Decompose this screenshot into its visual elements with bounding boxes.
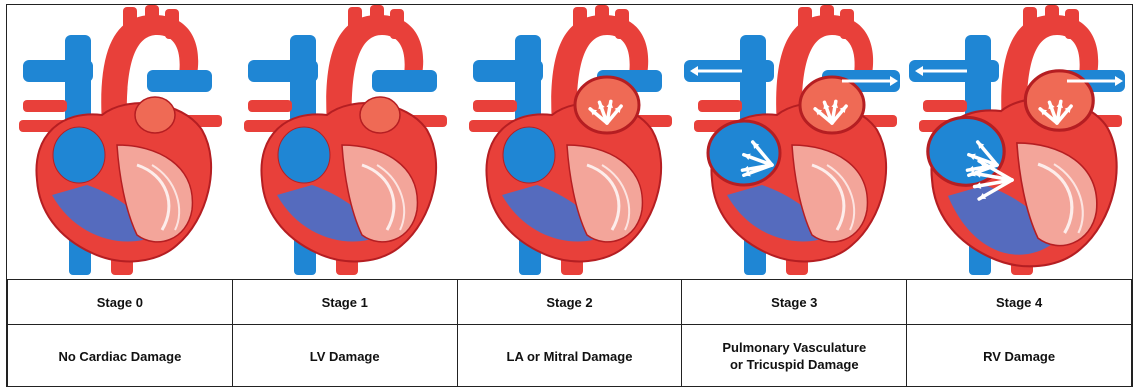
heart-illustration-2 (457, 5, 682, 279)
stage-description-0: No Cardiac Damage (8, 325, 233, 388)
stage-label-3: Stage 3 (682, 280, 907, 325)
heart-illustration-4 (907, 5, 1132, 279)
stage-description-1: LV Damage (232, 325, 457, 388)
stage-label-1: Stage 1 (232, 280, 457, 325)
stage-label-2: Stage 2 (457, 280, 682, 325)
stage-label-0: Stage 0 (8, 280, 233, 325)
stage-description-3: Pulmonary Vasculature or Tricuspid Damag… (682, 325, 907, 388)
heart-illustration-1 (232, 5, 457, 279)
stage-label-4: Stage 4 (907, 280, 1132, 325)
heart-illustration-3 (682, 5, 907, 279)
heart-illustration-0 (7, 5, 232, 279)
stage-description-2: LA or Mitral Damage (457, 325, 682, 388)
heart-illustration-row (7, 5, 1132, 279)
stage-description-4: RV Damage (907, 325, 1132, 388)
